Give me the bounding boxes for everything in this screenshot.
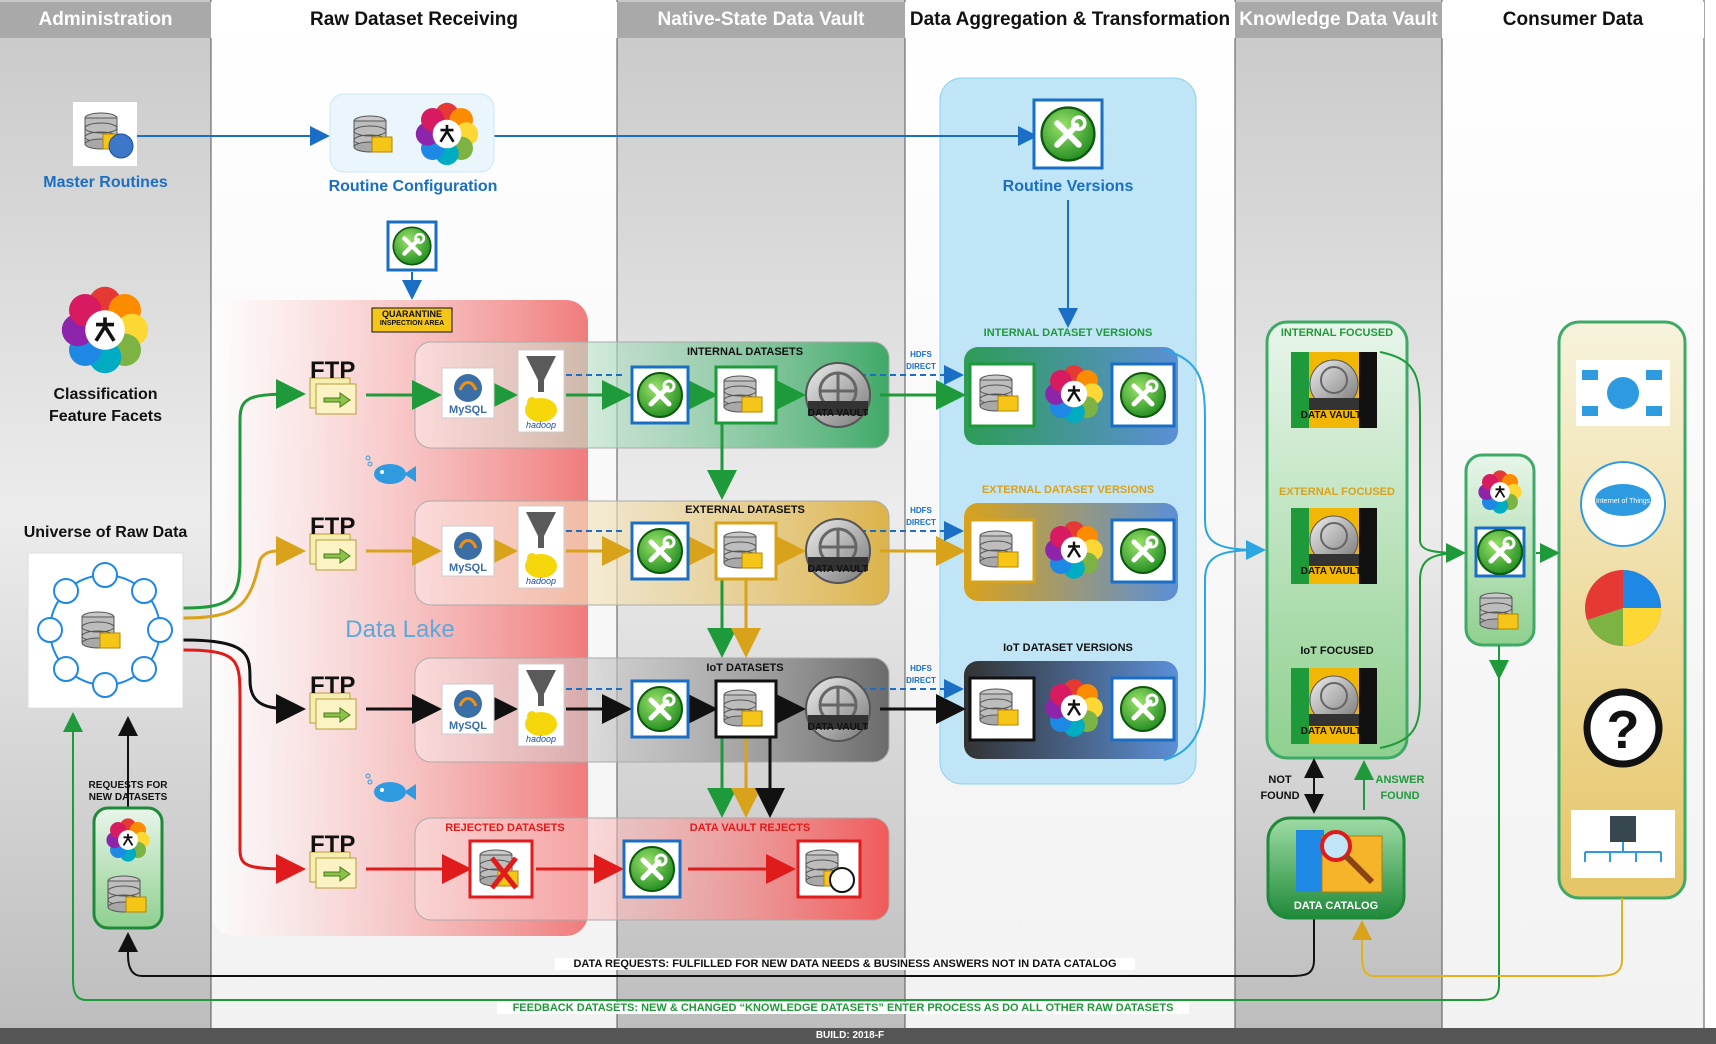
ftp-external-icon[interactable] <box>309 512 357 571</box>
external-versions-icons[interactable] <box>968 518 1176 584</box>
hdfs-direct-external-line2: DIRECT <box>906 518 936 527</box>
classification-label-line1: Classification <box>53 386 158 403</box>
hdfs-direct-external-line1: HDFS <box>910 506 932 515</box>
routine-versions-label: Routine Versions <box>1002 178 1134 195</box>
mysql-external-icon[interactable] <box>440 524 496 578</box>
data-vault-rejects-label: DATA VAULT REJECTS <box>689 822 811 834</box>
requests-panel[interactable] <box>92 806 164 930</box>
data-catalog-label: DATA CATALOG <box>1293 900 1379 912</box>
iot-focused-label: IoT FOCUSED <box>1300 645 1374 657</box>
not-found-line1: NOT <box>1268 774 1292 786</box>
iot-vault-card-label: DATA VAULT <box>1300 726 1362 737</box>
network-devices-icon[interactable] <box>1571 810 1675 878</box>
quarantine-label-line2: INSPECTION AREA <box>379 320 445 327</box>
header-administration: Administration <box>0 2 211 38</box>
not-found-line2: FOUND <box>1260 790 1300 802</box>
answer-found-line1: ANSWER <box>1375 774 1425 786</box>
hadoop-external-icon[interactable] <box>517 505 565 589</box>
external-focused-label: EXTERNAL FOCUSED <box>1279 486 1395 498</box>
ftp-internal-icon[interactable] <box>309 356 357 415</box>
data-vault-internal-label: DATA VAULT <box>807 408 869 419</box>
svg-text:?: ? <box>1607 700 1640 760</box>
feedback-datasets-caption: FEEDBACK DATASETS: NEW & CHANGED “KNOWLE… <box>497 1002 1189 1014</box>
question-mark-icon[interactable]: ? <box>1583 688 1663 768</box>
iot-datasets-label: IoT DATASETS <box>706 662 784 674</box>
master-routines-label: Master Routines <box>43 174 168 191</box>
routine-configuration-icon[interactable] <box>329 93 495 173</box>
external-datasets-label: EXTERNAL DATASETS <box>685 504 805 516</box>
quarantine-badge <box>371 307 453 333</box>
data-lake-label: Data Lake <box>345 616 455 643</box>
classification-facets-icon <box>60 284 150 376</box>
data-vault-external-label: DATA VAULT <box>807 564 869 575</box>
answer-found-line2: FOUND <box>1380 790 1420 802</box>
ftp-iot-icon[interactable] <box>309 671 357 730</box>
hdfs-direct-iot-line2: DIRECT <box>906 676 936 685</box>
internal-datasets-label: INTERNAL DATASETS <box>686 346 804 358</box>
external-versions-label: EXTERNAL DATASET VERSIONS <box>981 484 1155 496</box>
requests-label-line2: NEW DATASETS <box>88 792 168 803</box>
internal-vault-card-label: DATA VAULT <box>1300 410 1362 421</box>
requests-label-line1: REQUESTS FOR <box>88 780 168 791</box>
router-flower-icon <box>1477 469 1523 515</box>
master-routines-icon[interactable] <box>73 102 137 166</box>
data-catalog-icon[interactable] <box>1266 816 1406 920</box>
ftp-rejects-icon[interactable] <box>309 830 357 889</box>
iot-cloud-label: Internet of Things <box>1595 498 1651 505</box>
quarantine-area <box>212 300 588 936</box>
hadoop-internal-icon[interactable] <box>517 349 565 433</box>
internal-versions-label: INTERNAL DATASET VERSIONS <box>983 327 1153 339</box>
classification-label-line2: Feature Facets <box>49 408 162 425</box>
iot-versions-label: IoT DATASET VERSIONS <box>1003 642 1133 654</box>
data-vault-iot-label: DATA VAULT <box>807 722 869 733</box>
hdfs-direct-iot-line1: HDFS <box>910 664 932 673</box>
internal-focused-label: INTERNAL FOCUSED <box>1280 327 1394 339</box>
universe-raw-data-label: Universe of Raw Data <box>23 524 188 541</box>
vault-dbs[interactable] <box>714 365 778 739</box>
rejected-datasets-label: REJECTED DATASETS <box>445 822 565 834</box>
mysql-internal-icon[interactable] <box>440 366 496 420</box>
iot-versions-icons[interactable] <box>968 676 1176 742</box>
network-icon[interactable] <box>1576 360 1670 426</box>
routine-versions-icon[interactable] <box>1032 98 1104 170</box>
hdfs-direct-internal-line2: DIRECT <box>906 362 936 371</box>
build-label: BUILD: 2018-F <box>815 1030 885 1041</box>
universe-raw-data-icon[interactable] <box>27 552 184 709</box>
router-tool-icon[interactable] <box>1474 526 1526 578</box>
vault-tools[interactable] <box>622 365 690 899</box>
header-data-aggregation: Data Aggregation & Transformation <box>905 2 1235 38</box>
router-db-icon <box>1479 592 1519 630</box>
pie-chart-icon[interactable] <box>1585 570 1661 646</box>
hdfs-direct-internal-line1: HDFS <box>910 350 932 359</box>
data-vault-rejects-icon[interactable] <box>796 839 862 899</box>
routine-configuration-label: Routine Configuration <box>328 178 498 195</box>
header-raw-dataset-receiving: Raw Dataset Receiving <box>211 2 617 38</box>
quarantine-label-line1: QUARANTINE <box>382 309 442 319</box>
rejected-datasets-icon[interactable] <box>468 839 534 899</box>
data-requests-caption: DATA REQUESTS: FULFILLED FOR NEW DATA NE… <box>555 958 1135 970</box>
header-native-state-data-vault: Native-State Data Vault <box>617 2 905 38</box>
header-knowledge-data-vault: Knowledge Data Vault <box>1235 2 1442 38</box>
config-tool-icon[interactable] <box>386 220 438 272</box>
external-vault-card-label: DATA VAULT <box>1300 566 1362 577</box>
internal-versions-icons[interactable] <box>968 362 1176 428</box>
footer-bar <box>0 1028 1716 1044</box>
iot-cloud-icon[interactable] <box>1580 461 1666 547</box>
hadoop-iot-icon[interactable] <box>517 663 565 747</box>
header-consumer-data: Consumer Data <box>1442 2 1704 38</box>
mysql-iot-icon[interactable] <box>440 682 496 736</box>
